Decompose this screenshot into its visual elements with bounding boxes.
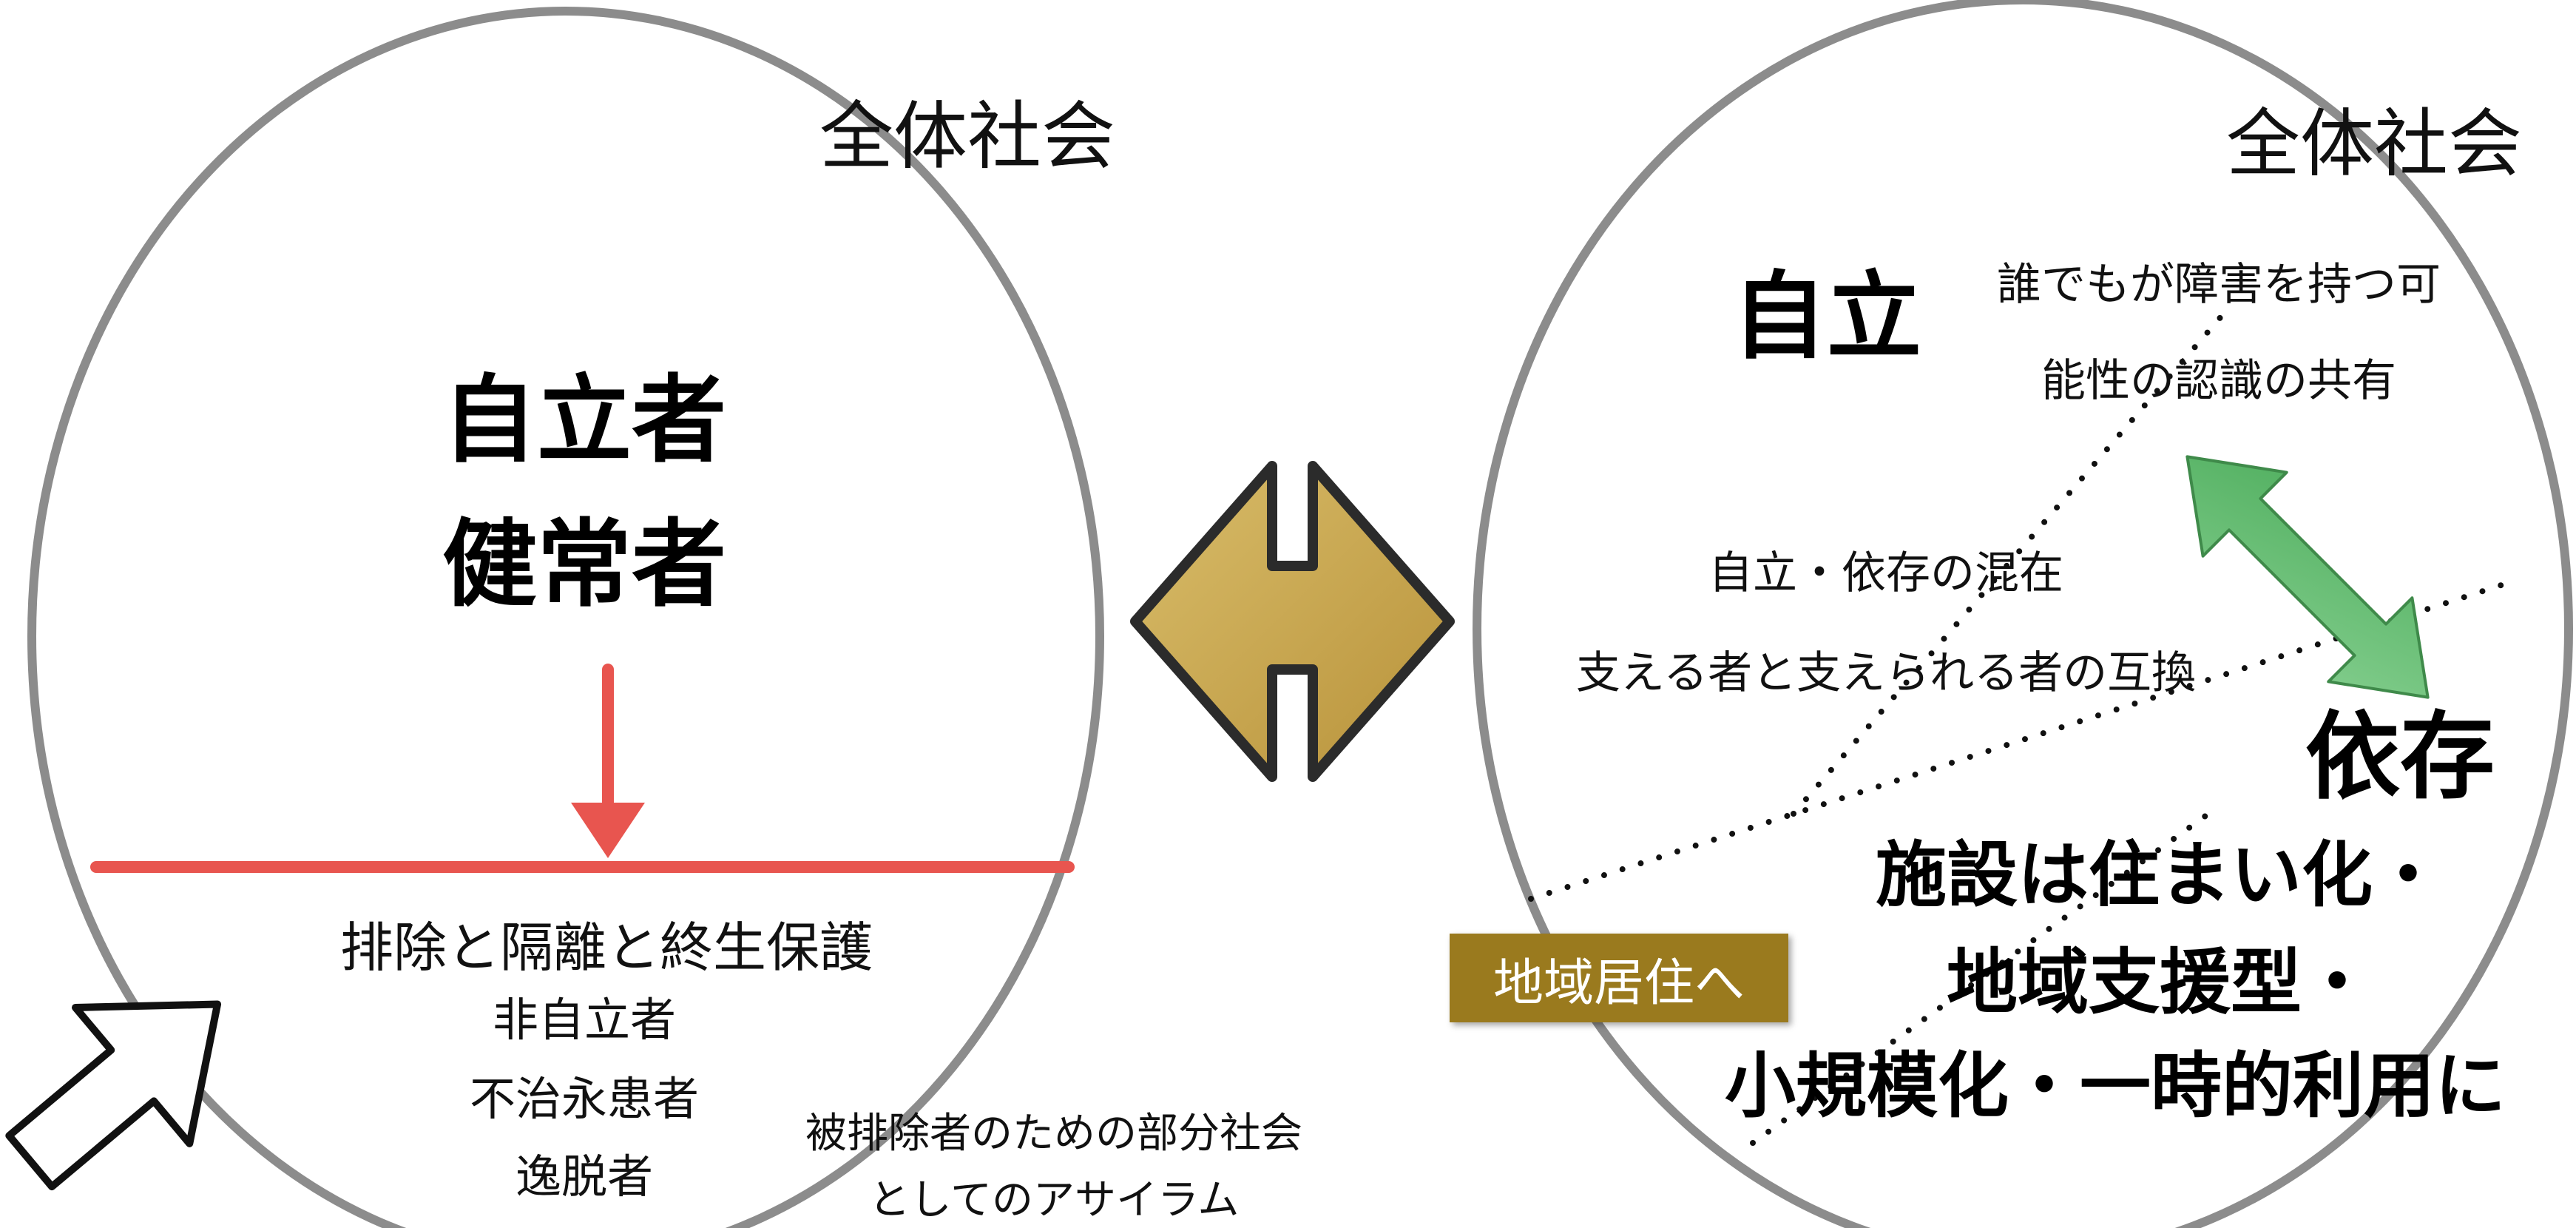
- facility-line2: 地域支援型・: [1947, 941, 2373, 1024]
- left-circle: [27, 7, 1104, 1228]
- right-panel-title: 全体社会: [2226, 101, 2522, 187]
- dotted-divider-bottom: [1750, 803, 2222, 1146]
- asylum-line1: 被排除者のための部分社会: [805, 1110, 1302, 1158]
- excluded-item: 不治永患者: [469, 1072, 700, 1126]
- diagonal-double-arrow-icon: [2185, 455, 2430, 699]
- excluded-item: 逸脱者: [515, 1150, 654, 1204]
- facility-line3: 小規模化・一時的利用に: [1725, 1045, 2506, 1127]
- independence-label: 自立: [1731, 262, 1922, 372]
- community-living-badge: 地域居住へ: [1450, 934, 1788, 1022]
- double-headed-exchange-arrow-icon: [1130, 461, 1455, 782]
- dotted-divider-lower: [1528, 581, 2506, 902]
- right-circle: [1473, 0, 2573, 1228]
- mixed-line1: 自立・依存の混在: [1708, 547, 2063, 599]
- exclusion-label: 排除と隔離と終生保護: [339, 917, 873, 979]
- shared-awareness-line2: 能性の認識の共有: [2041, 355, 2396, 407]
- independent-persons-label: 自立者: [442, 365, 727, 476]
- shared-awareness-line1: 誰でもが障害を持つ可: [1997, 259, 2441, 311]
- asylum-line2: としてのアサイラム: [868, 1176, 1240, 1224]
- facility-line1: 施設は住まい化・: [1876, 834, 2444, 917]
- mixed-line2: 支える者と支えられる者の互換: [1575, 647, 2197, 699]
- down-arrow-icon: [571, 664, 645, 858]
- excluded-item: 非自立者: [492, 993, 677, 1047]
- able-bodied-label: 健常者: [442, 510, 727, 620]
- dependence-label: 依存: [2305, 702, 2495, 812]
- left-panel-title: 全体社会: [819, 93, 1115, 180]
- pointer-arrow-icon: [5, 1000, 222, 1191]
